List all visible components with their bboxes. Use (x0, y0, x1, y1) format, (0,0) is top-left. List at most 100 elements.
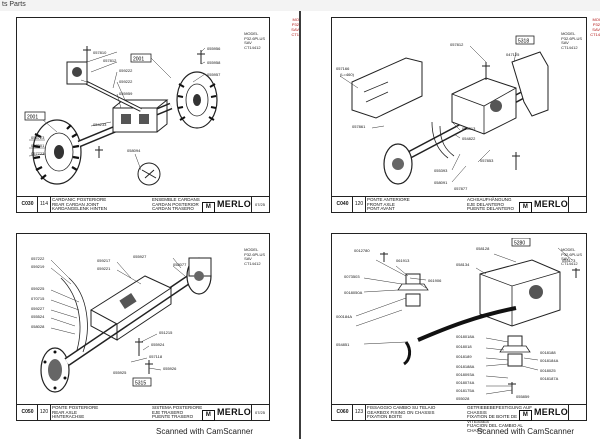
callout-label: 2001 (133, 57, 144, 63)
model-value: P32.6PLUS (244, 251, 265, 257)
brand-name: MERLO (534, 407, 568, 417)
description-line: REAR AXLE (52, 409, 78, 415)
model-label: MODEL (244, 31, 259, 36)
part-number: 056723 (31, 135, 45, 140)
description-line: FIJACION DEL CAMBIO AL CHASIS (467, 423, 523, 433)
part-number: 055313 (462, 126, 476, 131)
description-line: KARDANGELENK HINTEN (52, 206, 108, 211)
scan-caption: Scanned with CamScanner (156, 427, 253, 436)
part-number: 0018018A (456, 334, 475, 339)
part-number: 057877 (454, 186, 468, 191)
part-number: 0018175A (456, 388, 475, 393)
drawing-sheet-gearbox-fixing: 5280 0012780 061913 0073503 0018050A 061… (331, 233, 587, 432)
part-number: 059225 (31, 286, 45, 291)
part-number: 054851 (336, 342, 350, 347)
part-number: 070715 (31, 296, 45, 301)
sav-value: CT14412 (561, 44, 578, 50)
sheet-number: 114 (38, 197, 51, 212)
sav-label: SAV (561, 40, 569, 45)
part-number: 055393 (434, 168, 448, 173)
part-number: 0018188A (456, 364, 475, 369)
part-number: 058077 (173, 262, 187, 267)
part-number: 058128 (476, 246, 490, 251)
part-number: 0018025 (540, 368, 556, 373)
part-number: 057853 (480, 158, 494, 163)
part-number: 0018187A (540, 376, 559, 381)
sav-value: CT14412 (244, 44, 261, 50)
part-number: 055956 (207, 46, 221, 51)
sheet-number: 120 (353, 197, 366, 212)
model-block: MODEL P32.6PLUS SAV CT14412 (244, 247, 265, 266)
model-value: P32.6PLUS (561, 251, 582, 257)
model-value: P32.6PLUS (561, 35, 582, 41)
description-line: ACHSAUFHÄNGUNG (467, 197, 512, 202)
sheet-code: C040 (333, 197, 353, 212)
description-line: PONTE POSTERIORE (52, 405, 99, 410)
part-number: 0018184A (540, 358, 559, 363)
part-number: 055926 (163, 366, 177, 371)
description-line: FISSAGGIO CAMBIO SU TELAIO (367, 405, 436, 410)
part-number: 057001 (31, 143, 45, 148)
merlo-mark-icon: M (519, 410, 532, 421)
sheet-description-secondary: GETRIEBEBEFESTIGUNG AUF CHASSIS FIXATION… (467, 405, 537, 433)
part-number: 055524 (31, 314, 45, 319)
part-number: 047125 (506, 52, 520, 57)
edge-line: CT1 (291, 32, 299, 37)
diagram-gearbox-fixing: 5280 0012780 061913 0073503 0018050A 061… (336, 238, 580, 401)
part-number: 055925 (113, 370, 127, 375)
part-number: 0018074A (456, 380, 475, 385)
part-number: 0018189 (456, 354, 472, 359)
description-line: PUENTE TRASERO (152, 414, 194, 419)
edge-line: MOI (592, 17, 600, 22)
callout-label: 5318 (518, 39, 529, 45)
description-line: PONT AVANT (367, 206, 395, 211)
drawing-sheet-rear-cardan: 2001 2001 057810 057812 059222 059222 05… (16, 17, 270, 213)
sheet-description-secondary: ACHSAUFHÄNGUNG EJE DELANTERO PUENTE DELA… (467, 197, 537, 212)
merlo-mark-icon: M (202, 202, 215, 213)
part-number: 0073503 (344, 274, 360, 279)
page-gutter (299, 11, 301, 439)
part-number: 0018050A (344, 290, 363, 295)
description-line: EJE TRASERO (152, 409, 184, 415)
tab-label: ts Parts (2, 1, 26, 8)
part-number: 055957 (207, 72, 221, 77)
sheet-number: 120 (38, 405, 51, 420)
edge-line: SAV (592, 27, 600, 32)
description-line: EJE DELANTERO (467, 201, 505, 207)
merlo-mark-icon: M (519, 202, 532, 213)
model-block: MODEL P32.6PLUS SAV CT14412 (244, 31, 265, 50)
merlo-mark-icon: M (202, 410, 215, 421)
title-block: C040 120 PONTE ANTERIORE FRONT AXLE PONT… (332, 196, 586, 213)
description-line: CARDAN POSTERIOR (152, 201, 199, 207)
edge-line: MO (292, 17, 299, 22)
part-number: 055924 (151, 342, 165, 347)
description-line: FIXATION BOITE (367, 414, 403, 419)
part-number: 054822 (462, 136, 476, 141)
part-number: 057810 (93, 50, 107, 55)
model-label: MODEL (561, 31, 576, 36)
drawing-sheet-rear-axle: 5315 057222 059219 059217 055927 059221 … (16, 233, 270, 421)
part-number: 057812 (103, 58, 117, 63)
part-number: 055927 (133, 254, 147, 259)
model-value: P32.6PLUS (244, 35, 265, 41)
description-line: PONTE ANTERIORE (367, 197, 410, 202)
part-number: 051215 (159, 330, 173, 335)
sheet-ref: 07/25 (251, 405, 268, 420)
model-block: MODEL P32.6PLUS SAV CT14412 (561, 31, 582, 50)
title-block: C050 120 PONTE POSTERIORE REAR AXLE HINT… (17, 404, 269, 421)
sav-label: SAV (561, 256, 569, 261)
part-number: 054233 (93, 122, 107, 127)
sheet-code: C060 (333, 405, 353, 420)
part-number: 057118 (149, 354, 163, 359)
edge-line: SAV (291, 27, 299, 32)
sheet-ref: 07/25 (251, 197, 268, 212)
part-number: 057861 (352, 124, 366, 129)
sheet-code: C030 (18, 197, 38, 212)
callout-label: 5280 (514, 241, 525, 247)
sav-label: SAV (244, 40, 252, 45)
part-number: 057222 (31, 256, 45, 261)
sheet-code: C050 (18, 405, 38, 420)
part-number: 061906 (428, 278, 442, 283)
